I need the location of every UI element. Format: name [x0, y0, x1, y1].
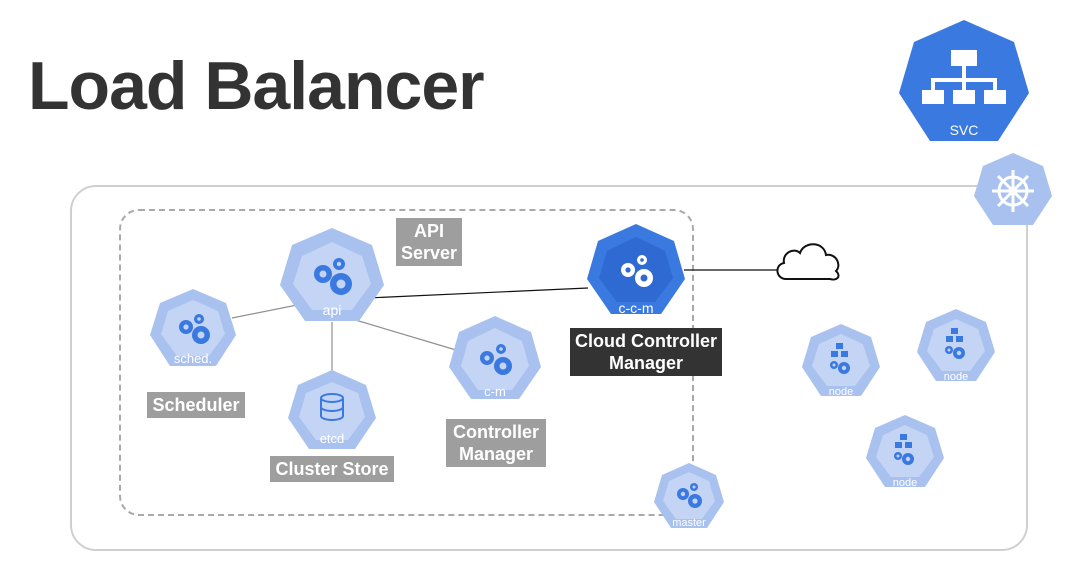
cluster-boundary [70, 185, 1028, 551]
node-label: node [943, 371, 969, 383]
master-node[interactable]: master [652, 462, 726, 534]
node-label: node [828, 386, 854, 398]
cloud-controller-manager-caption: Cloud Controller Manager [570, 328, 722, 376]
worker-node[interactable]: node [864, 414, 946, 494]
scheduler-icon-label: sched. [173, 351, 213, 366]
link-api-cm [341, 315, 457, 351]
etcd-node[interactable]: etcd [286, 368, 378, 456]
ccm-icon-label: c-c-m [618, 300, 654, 316]
api-server-node[interactable]: api [277, 226, 387, 330]
node-label: node [892, 477, 918, 489]
helm-icon [974, 153, 1052, 225]
api-icon-label: api [322, 302, 342, 318]
kubernetes-logo [972, 152, 1054, 232]
cm-icon-label: c-m [484, 384, 506, 399]
ccm-gear-icon [587, 224, 685, 314]
master-icon-label: master [672, 517, 706, 529]
scheduler-node[interactable]: sched. [148, 287, 238, 373]
scheduler-gear-icon [150, 289, 236, 366]
controller-gear-icon [449, 316, 541, 399]
network-tree-icon [899, 20, 1029, 141]
page-title: Load Balancer [28, 48, 485, 124]
cluster-store-caption: Cluster Store [270, 456, 394, 482]
cloud-controller-manager-node[interactable]: c-c-m [584, 222, 688, 322]
worker-node[interactable]: node [800, 323, 882, 403]
master-gear-icon [654, 463, 724, 528]
api-gear-icon [280, 228, 384, 321]
svc-node[interactable]: SVC [895, 18, 1033, 152]
controller-manager-caption: Controller Manager [446, 419, 546, 467]
svc-label: SVC [949, 122, 979, 138]
scheduler-caption: Scheduler [147, 392, 245, 418]
controller-manager-node[interactable]: c-m [447, 314, 543, 406]
pod-gear-icon [866, 415, 944, 487]
cloud-icon [776, 243, 840, 281]
worker-node[interactable]: node [915, 308, 997, 388]
pod-gear-icon [917, 309, 995, 381]
api-server-caption: API Server [396, 218, 462, 266]
etcd-icon-label: etcd [319, 431, 345, 446]
pod-gear-icon [802, 324, 880, 396]
database-icon [288, 370, 376, 449]
